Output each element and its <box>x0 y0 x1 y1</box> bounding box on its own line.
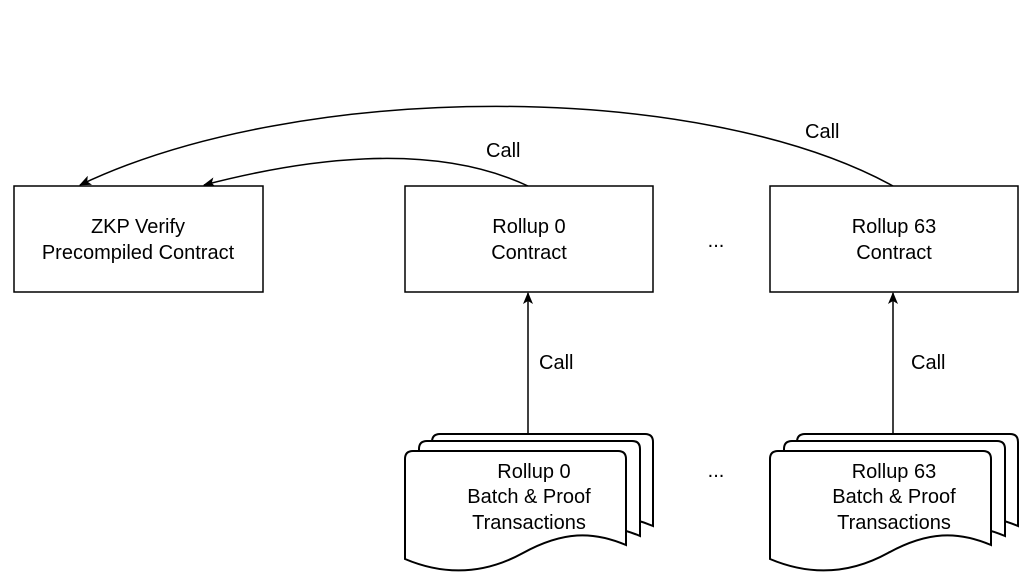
rollup63-batch-line1: Rollup 63 <box>852 461 937 483</box>
zkp-verify-line1: ZKP Verify <box>91 216 185 238</box>
rollup63-contract-line1: Rollup 63 <box>852 216 937 238</box>
rollup0-batch-line3: Transactions <box>472 512 586 534</box>
rollup0-contract-line1: Rollup 0 <box>492 216 565 238</box>
rollup63-batch-node: Rollup 63 Batch & Proof Transactions <box>769 433 1019 572</box>
zkp-verify-node: ZKP Verify Precompiled Contract <box>13 185 264 293</box>
rollup63-contract-line2: Contract <box>856 242 932 264</box>
edge-label-batch0-call: Call <box>539 352 573 374</box>
rollup0-batch-line1: Rollup 0 <box>497 461 570 483</box>
rollup0-batch-line2: Batch & Proof <box>467 486 591 508</box>
ellipsis-batches: ... <box>708 460 725 482</box>
rollup63-contract-node: Rollup 63 Contract <box>769 185 1019 293</box>
edge-label-rollup0-call: Call <box>486 140 520 162</box>
edge-rollup63-to-zkp <box>79 105 894 187</box>
edge-label-batch63-call: Call <box>911 352 945 374</box>
ellipsis-contracts: ... <box>708 230 725 252</box>
rollup63-batch-line3: Transactions <box>837 512 951 534</box>
edge-label-rollup63-call: Call <box>805 121 839 143</box>
rollup0-contract-node: Rollup 0 Contract <box>404 185 654 293</box>
rollup63-batch-line2: Batch & Proof <box>832 486 956 508</box>
rollup0-batch-node: Rollup 0 Batch & Proof Transactions <box>404 433 654 572</box>
rollup0-contract-line2: Contract <box>491 242 567 264</box>
zkp-verify-line2: Precompiled Contract <box>42 242 235 264</box>
edge-rollup0-to-zkp <box>203 157 529 188</box>
